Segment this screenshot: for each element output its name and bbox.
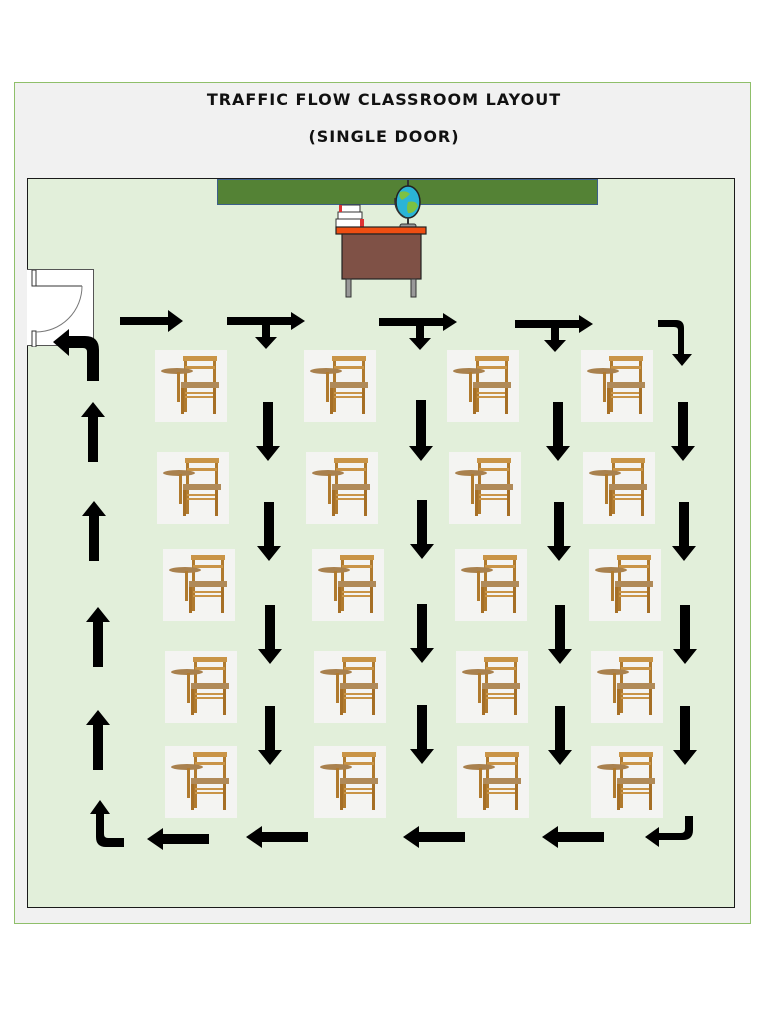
arrow-right-icon xyxy=(120,310,184,332)
arrow-down-icon xyxy=(547,502,571,562)
student-desk xyxy=(163,549,235,621)
arrow-left-icon xyxy=(147,828,209,850)
arrow-down-icon xyxy=(672,502,696,562)
student-desk xyxy=(314,746,386,818)
student-desk xyxy=(447,350,519,422)
globe-icon xyxy=(394,180,421,229)
arrow-turn-left-icon xyxy=(645,816,695,848)
arrow-down-icon xyxy=(256,402,280,462)
classroom-door xyxy=(27,269,94,348)
arrow-up-icon xyxy=(81,402,105,462)
arrow-up-icon xyxy=(86,710,110,770)
student-desk xyxy=(581,350,653,422)
arrow-turn-down-icon xyxy=(658,320,694,368)
student-desk xyxy=(591,746,663,818)
student-desk xyxy=(165,651,237,723)
arrow-left-icon xyxy=(246,826,308,848)
student-desk xyxy=(456,651,528,723)
student-desk xyxy=(449,452,521,524)
arrow-down-icon xyxy=(673,706,697,766)
arrow-left-icon xyxy=(403,826,465,848)
page-title: TRAFFIC FLOW CLASSROOM LAYOUT xyxy=(206,90,562,109)
student-desk xyxy=(457,746,529,818)
arrow-down-icon xyxy=(257,502,281,562)
arrow-down-icon xyxy=(258,706,282,766)
arrow-down-icon xyxy=(548,706,572,766)
arrow-down-icon xyxy=(258,605,282,665)
arrow-down-icon xyxy=(673,605,697,665)
arrow-down-icon xyxy=(410,604,434,664)
student-desk xyxy=(165,746,237,818)
student-desk xyxy=(312,549,384,621)
arrow-up-icon xyxy=(82,501,106,561)
arrow-down-icon xyxy=(409,400,433,462)
teacher-desk xyxy=(334,180,430,300)
arrow-down-icon xyxy=(410,705,434,765)
arrow-right-down-icon xyxy=(515,315,595,353)
student-desk xyxy=(591,651,663,723)
arrow-up-icon xyxy=(86,607,110,667)
arrow-turn-up-icon xyxy=(90,800,124,848)
arrow-down-icon xyxy=(671,402,695,462)
student-desk xyxy=(589,549,661,621)
student-desk xyxy=(583,452,655,524)
arrow-right-down-icon xyxy=(379,313,459,351)
student-desk xyxy=(306,452,378,524)
page-subtitle: (SINGLE DOOR) xyxy=(308,127,460,146)
student-desk xyxy=(314,651,386,723)
arrow-down-icon xyxy=(548,605,572,665)
student-desk xyxy=(455,549,527,621)
student-desk xyxy=(304,350,376,422)
arrow-right-down-icon xyxy=(227,312,307,350)
arrow-down-icon xyxy=(410,500,434,560)
student-desk xyxy=(157,452,229,524)
arrow-left-icon xyxy=(542,826,604,848)
student-desk xyxy=(155,350,227,422)
arrow-down-icon xyxy=(546,402,570,462)
arrow-exit-to-door-icon xyxy=(53,329,101,382)
books-icon xyxy=(335,204,364,228)
